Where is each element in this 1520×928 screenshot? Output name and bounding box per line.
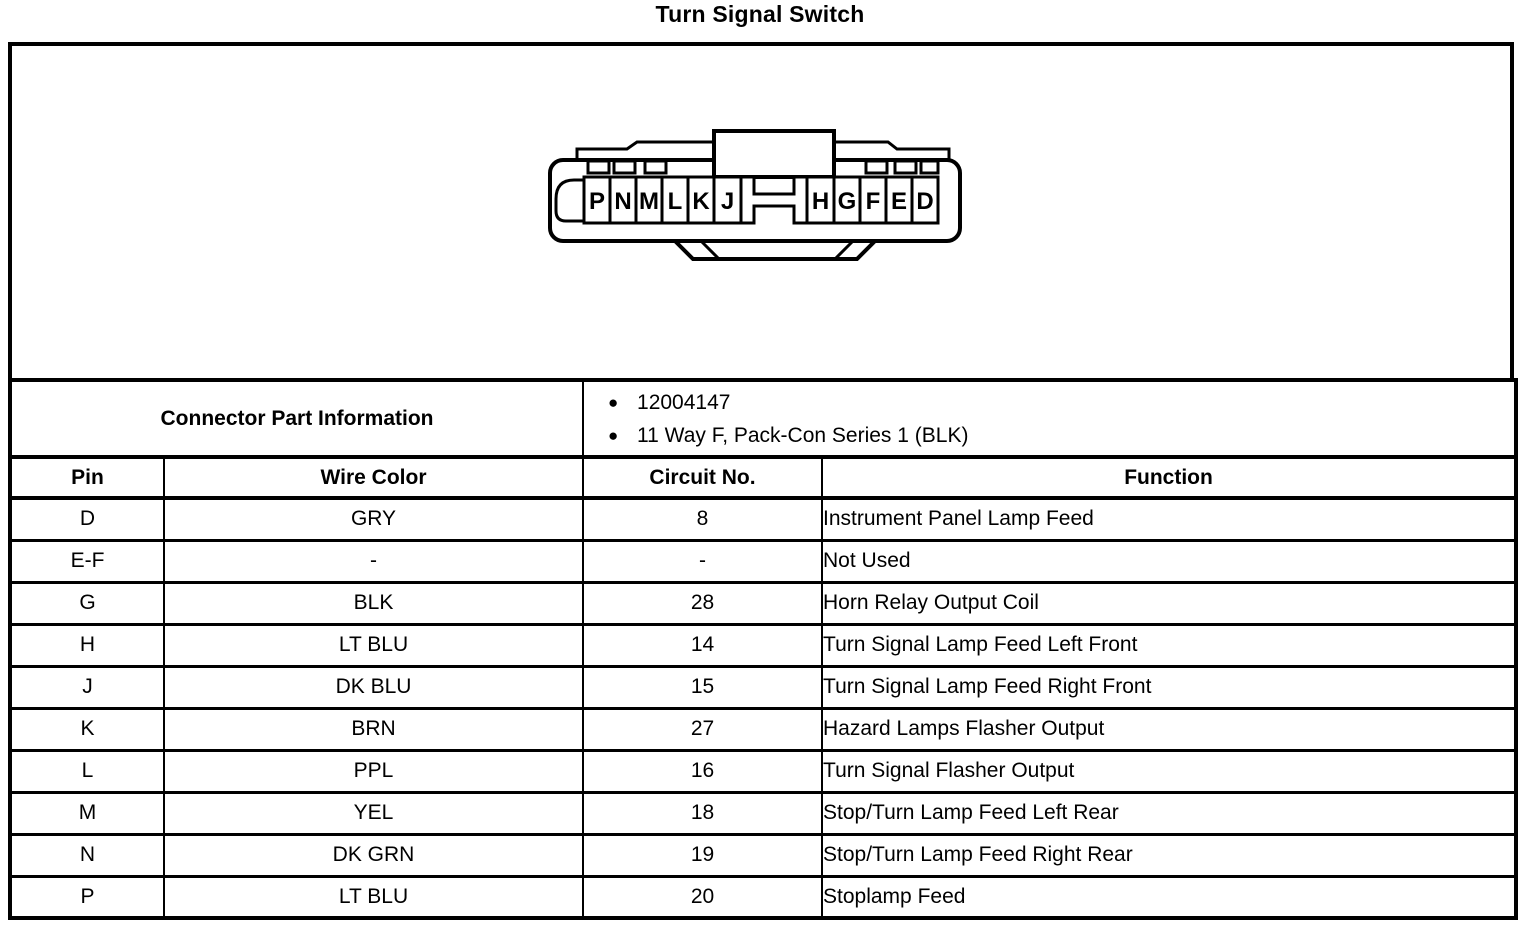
circuit-cell: 19 [582,832,824,878]
pinout-table-body: Connector Part Information ● 12004147 ● 11… [8,378,1518,920]
table-row: J DK BLU 15 Turn Signal Lamp Feed Right … [9,664,1518,710]
function-cell: Not Used [821,538,1518,584]
circuit-cell: 28 [582,580,824,626]
wire-color-cell: DK BLU [162,664,585,710]
pin-cell: K [9,706,165,752]
table-row: P LT BLU 20 Stoplamp Feed [9,874,1518,920]
wire-color-cell: BRN [162,706,585,752]
table-row: N DK GRN 19 Stop/Turn Lamp Feed Right Re… [9,832,1518,878]
function-cell: Turn Signal Flasher Output [821,748,1518,794]
pin-cell: M [9,790,165,836]
part-info-label: Connector Part Information [8,378,585,459]
table-row: G BLK 28 Horn Relay Output Coil [9,580,1518,626]
list-item: ● 11 Way F, Pack-Con Series 1 (BLK) [608,419,1514,452]
function-cell: Turn Signal Lamp Feed Right Front [821,664,1518,710]
list-item: ● 12004147 [608,386,1514,419]
function-cell: Horn Relay Output Coil [821,580,1518,626]
function-cell: Stop/Turn Lamp Feed Right Rear [821,832,1518,878]
pin-cell: J [9,664,165,710]
part-info-row: Connector Part Information ● 12004147 ● 11… [8,378,1518,459]
circuit-cell: 18 [582,790,824,836]
wire-color-cell: LT BLU [162,622,585,668]
pin-cell: N [9,832,165,878]
column-header-wire-color: Wire Color [162,455,585,500]
pin-cell: L [9,748,165,794]
function-cell: Hazard Lamps Flasher Output [821,706,1518,752]
bullet-icon: ● [608,392,619,412]
column-header-circuit-no: Circuit No. [582,455,824,500]
function-cell: Turn Signal Lamp Feed Left Front [821,622,1518,668]
part-info-values: ● 12004147 ● 11 Way F, Pack-Con Series 1 (… [582,378,1518,459]
pin-cell: D [9,496,165,542]
wire-color-cell: PPL [162,748,585,794]
circuit-cell: 20 [582,874,824,920]
circuit-cell: 8 [582,496,824,542]
wire-color-cell: DK GRN [162,832,585,878]
function-cell: Stoplamp Feed [821,874,1518,920]
bullet-icon: ● [608,425,619,445]
pin-cell: E-F [9,538,165,584]
wire-color-cell: GRY [162,496,585,542]
connector-diagram [8,42,1514,378]
pin-cell: G [9,580,165,626]
circuit-cell: 16 [582,748,824,794]
page-title: Turn Signal Switch [655,1,865,27]
table-row: K BRN 27 Hazard Lamps Flasher Output [9,706,1518,752]
pin-cell: P [9,874,165,920]
table-row: H LT BLU 14 Turn Signal Lamp Feed Left F… [9,622,1518,668]
wire-color-cell: - [162,538,585,584]
column-header-function: Function [821,455,1518,500]
circuit-cell: - [582,538,824,584]
table-row: M YEL 18 Stop/Turn Lamp Feed Left Rear [9,790,1518,836]
table-row: L PPL 16 Turn Signal Flasher Output [9,748,1518,794]
wire-color-cell: LT BLU [162,874,585,920]
circuit-cell: 27 [582,706,824,752]
circuit-cell: 15 [582,664,824,710]
function-cell: Instrument Panel Lamp Feed [821,496,1518,542]
table-row: D GRY 8 Instrument Panel Lamp Feed [9,496,1518,542]
table-header-row: Pin Wire Color Circuit No. Function [9,455,1518,500]
pin-cell: H [9,622,165,668]
wire-color-cell: YEL [162,790,585,836]
pinout-table: Connector Part Information ● 12004147 ● 11… [8,378,1519,920]
column-header-pin: Pin [9,455,165,500]
part-number: 12004147 [637,390,731,414]
function-cell: Stop/Turn Lamp Feed Left Rear [821,790,1518,836]
circuit-cell: 14 [582,622,824,668]
connector-type: 11 Way F, Pack-Con Series 1 (BLK) [637,423,969,447]
table-row: E-F - - Not Used [9,538,1518,584]
wire-color-cell: BLK [162,580,585,626]
